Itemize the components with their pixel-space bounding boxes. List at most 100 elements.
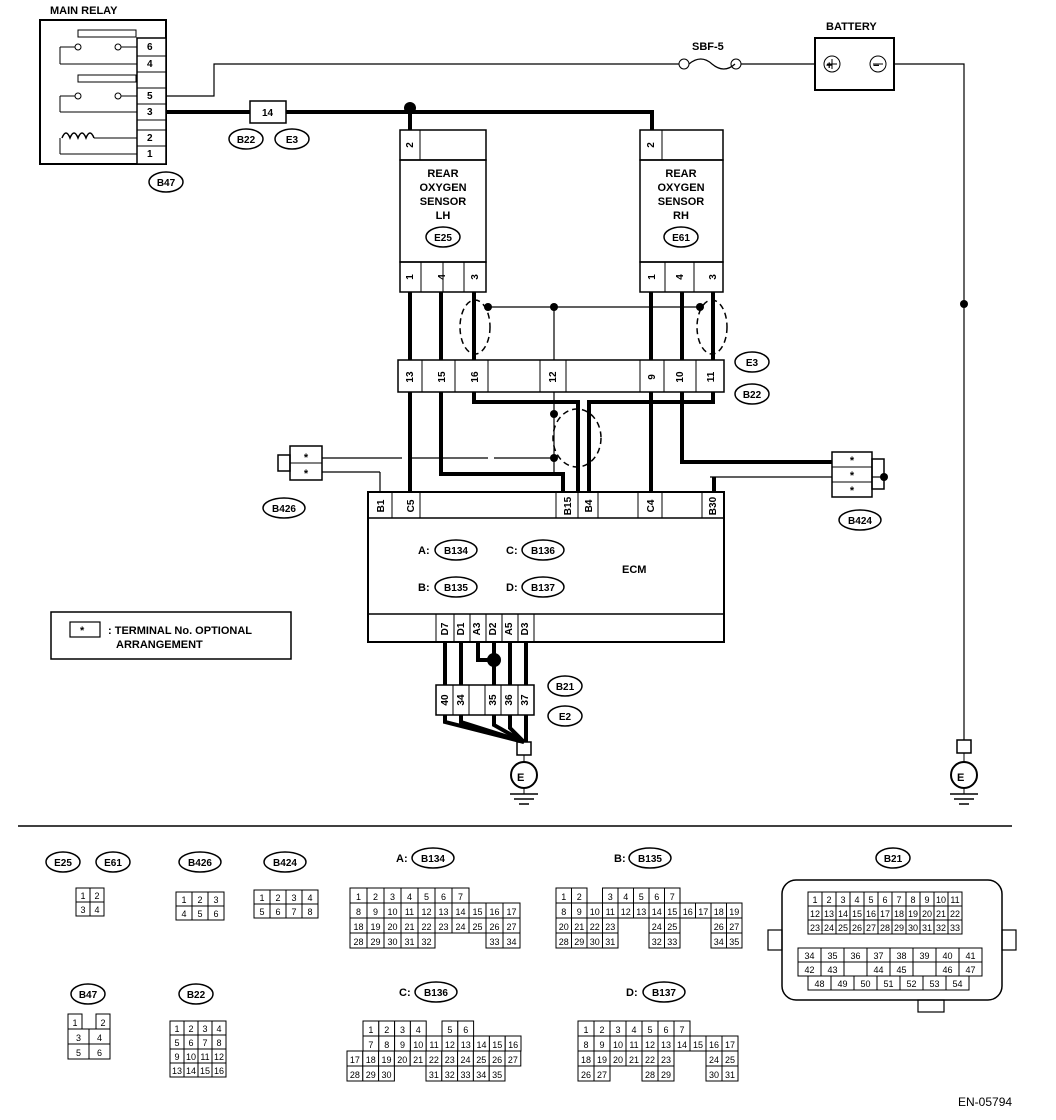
face-b22-cell-2: 2 — [188, 1024, 193, 1034]
main-relay-pin-1: 1 — [147, 149, 153, 160]
face-b22-cell-5: 5 — [174, 1038, 179, 1048]
face-b134-cell-26: 26 — [489, 922, 499, 932]
face-b136-cell-2: 2 — [384, 1025, 389, 1035]
face-b136-cell-34: 34 — [476, 1070, 486, 1080]
face-b135-cell-2: 2 — [577, 892, 582, 902]
face-b136-cell-33: 33 — [460, 1070, 470, 1080]
face-b135-cell-17: 17 — [698, 907, 708, 917]
face-b22-cell-3: 3 — [202, 1024, 207, 1034]
sensor-lh-pin-4: 4 — [437, 274, 448, 280]
face-b136-cell-24: 24 — [460, 1055, 470, 1065]
face-b21-top-cell-21: 21 — [936, 909, 946, 919]
face-b136-cell-16: 16 — [508, 1040, 518, 1050]
face-b135-cell-6: 6 — [654, 892, 659, 902]
face-b47-lower-cell-4: 4 — [97, 1033, 102, 1043]
face-b136-cell-15: 15 — [492, 1040, 502, 1050]
face-b21-bottom-cell-38: 38 — [896, 951, 906, 961]
battery-label: BATTERY — [826, 21, 877, 33]
oval-e3-joint: E3 — [734, 351, 770, 373]
face-b426-cell-1: 1 — [181, 895, 186, 905]
b21-pin-36: 36 — [504, 694, 515, 706]
oval-b22-splice: B22 — [228, 128, 264, 150]
face-b134-cell-31: 31 — [404, 937, 414, 947]
ecm-pin-A3: A3 — [472, 622, 483, 635]
face-b135-cell-12: 12 — [621, 907, 631, 917]
face-b424-cell-7: 7 — [291, 907, 296, 917]
face-b22-cell-13: 13 — [172, 1066, 182, 1076]
face-b136-cell-17: 17 — [350, 1055, 360, 1065]
ecm-ref-b-prefix: B: — [418, 582, 430, 594]
face-oval-b136-text: B136 — [424, 988, 448, 999]
oval-b21: B21 — [547, 675, 583, 697]
face-b21-top-cell-32: 32 — [936, 923, 946, 933]
face-b134-cell-2: 2 — [373, 892, 378, 902]
face-b21-bottom-cell-37: 37 — [873, 951, 883, 961]
face-b21-top-cell-5: 5 — [868, 895, 873, 905]
face-b137-cell-30: 30 — [709, 1070, 719, 1080]
oval-ecm-a: B134 — [434, 539, 478, 561]
face-b137-cell-15: 15 — [693, 1040, 703, 1050]
ecm-pin-B15: B15 — [563, 496, 574, 515]
face-b135-cell-20: 20 — [559, 922, 569, 932]
b424-pin-1: * — [850, 455, 855, 467]
face-b21-bottom-cell-35: 35 — [827, 951, 837, 961]
sensor-lh-text-line-0: REAR — [427, 168, 458, 180]
face-b426-cell-3: 3 — [213, 895, 218, 905]
face-b134-cell-14: 14 — [455, 907, 465, 917]
face-b136-cell-1: 1 — [368, 1025, 373, 1035]
face-b22-cell-16: 16 — [214, 1066, 224, 1076]
face-b136-cell-20: 20 — [397, 1055, 407, 1065]
oval-ecm-d-text: B137 — [531, 583, 555, 594]
face-b135-cell-21: 21 — [574, 922, 584, 932]
face-b137-cell-7: 7 — [679, 1025, 684, 1035]
face-e25-e61-cell-2: 2 — [94, 891, 99, 901]
face-oval-b21: B21 — [875, 847, 911, 869]
face-b426-cell-2: 2 — [197, 895, 202, 905]
face-b134-cell-1: 1 — [356, 892, 361, 902]
ecm-ref-d-prefix: D: — [506, 582, 518, 594]
face-b134-cell-10: 10 — [387, 907, 397, 917]
face-b136-cell-25: 25 — [476, 1055, 486, 1065]
splice-pin-label: 14 — [262, 108, 274, 119]
face-b21-top-cell-3: 3 — [840, 895, 845, 905]
oval-e2: E2 — [547, 705, 583, 727]
joint-pin-10: 10 — [675, 371, 686, 383]
face-b424-cell-3: 3 — [291, 893, 296, 903]
b424-pin-3: * — [850, 485, 855, 497]
oval-e3-splice: E3 — [274, 128, 310, 150]
face-b137-cell-13: 13 — [661, 1040, 671, 1050]
face-b136-cell-30: 30 — [381, 1070, 391, 1080]
face-b135-cell-34: 34 — [714, 937, 724, 947]
face-b136-cell-8: 8 — [384, 1040, 389, 1050]
face-b134-cell-27: 27 — [506, 922, 516, 932]
face-b137-cell-11: 11 — [629, 1040, 638, 1050]
face-b21-top-cell-30: 30 — [908, 923, 918, 933]
oval-ecm-b: B135 — [434, 576, 478, 598]
face-b22-cell-8: 8 — [216, 1038, 221, 1048]
b21-pin-40: 40 — [440, 694, 451, 706]
face-b136-cell-5: 5 — [447, 1025, 452, 1035]
face-b137-cell-9: 9 — [599, 1040, 604, 1050]
face-b21-housing — [767, 879, 1017, 1013]
face-b134-cell-5: 5 — [424, 892, 429, 902]
joint-pin-12: 12 — [548, 371, 559, 383]
battery-minus: − — [873, 60, 879, 72]
face-b134-cell-33: 33 — [489, 937, 499, 947]
face-b22-cell-1: 1 — [174, 1024, 179, 1034]
face-b135-cell-27: 27 — [729, 922, 739, 932]
joint-pin-16: 16 — [470, 371, 481, 383]
face-b21-bottom-cell-52: 52 — [906, 979, 916, 989]
face-b21-bottom-cell-34: 34 — [804, 951, 814, 961]
face-b426-cell-4: 4 — [181, 909, 186, 919]
face-b136-cell-9: 9 — [400, 1040, 405, 1050]
face-b424-cell-6: 6 — [275, 907, 280, 917]
face-b134-cell-17: 17 — [506, 907, 516, 917]
face-b134-cell-21: 21 — [404, 922, 414, 932]
legend-line-2: ARRANGEMENT — [116, 639, 203, 651]
face-b21-top-cell-19: 19 — [908, 909, 918, 919]
face-b21-top-cell-20: 20 — [922, 909, 932, 919]
face-b134-cell-11: 11 — [405, 907, 414, 917]
